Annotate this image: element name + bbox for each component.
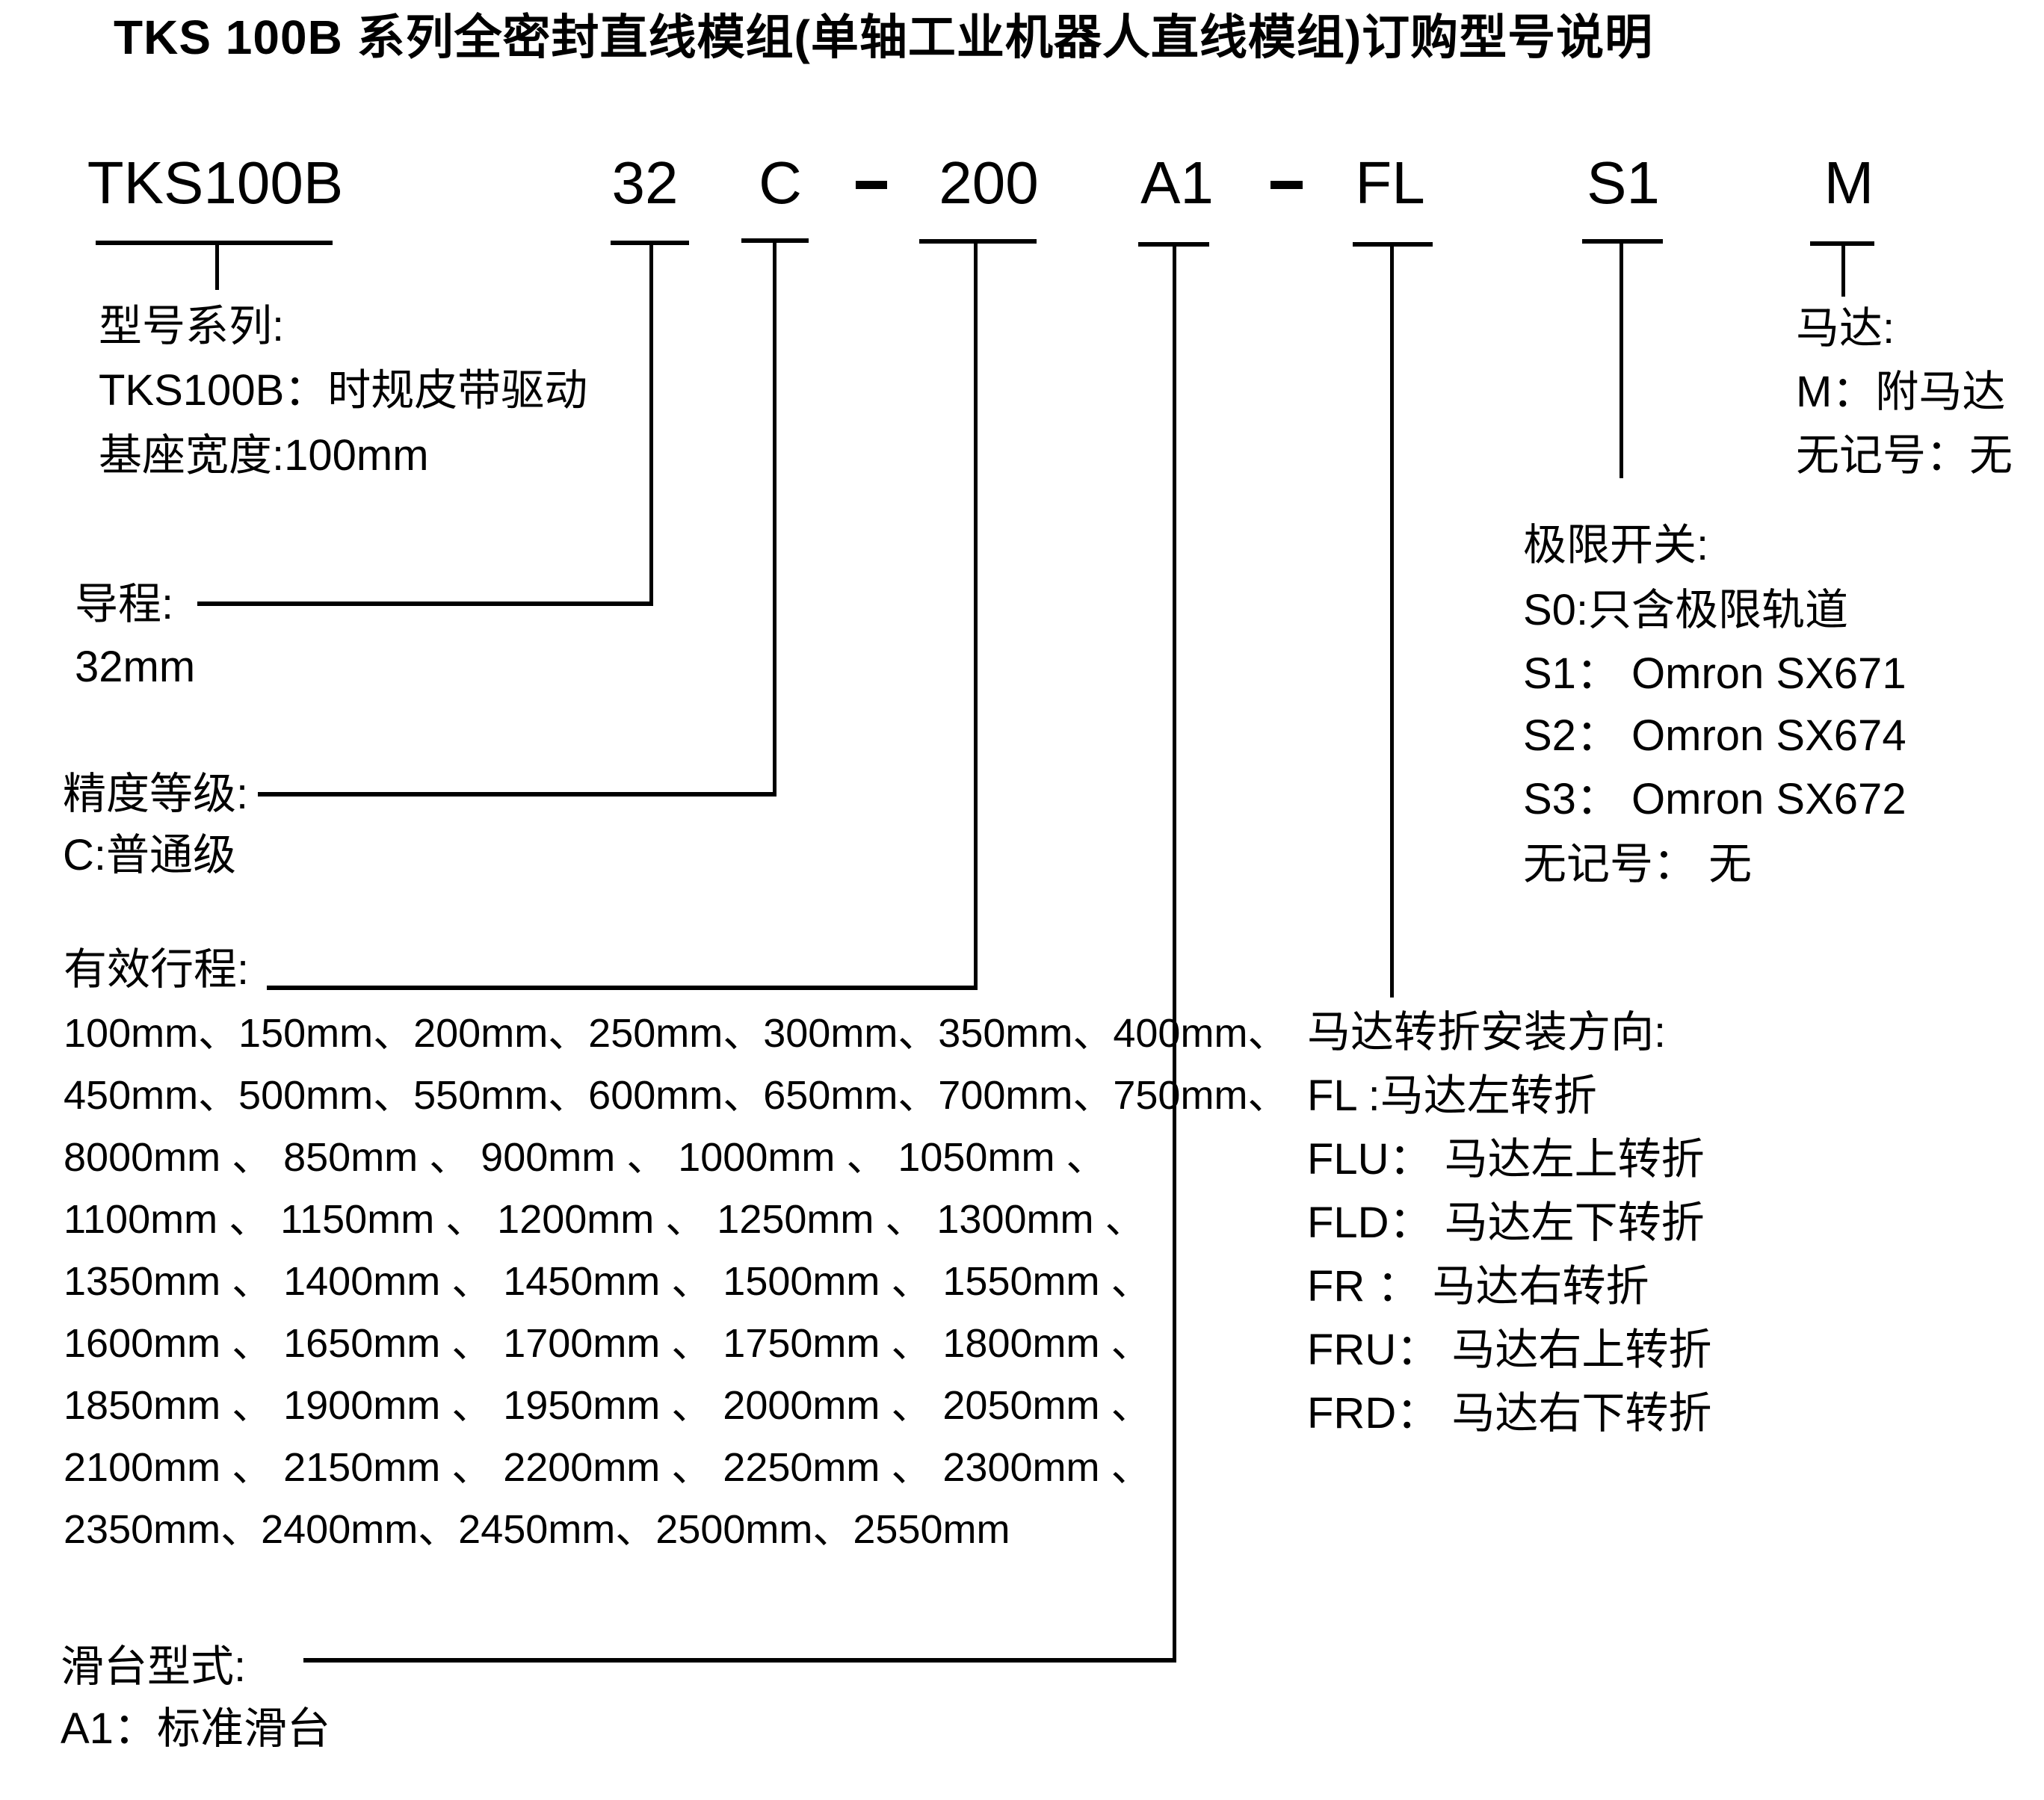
- series-heading: 型号系列:: [99, 302, 285, 350]
- leader-line-slider: [303, 1658, 1176, 1663]
- stroke-line: 8000mm 、 850mm 、 900mm 、 1000mm 、 1050mm…: [64, 1135, 1107, 1180]
- stroke-line: 1100mm 、 1150mm 、 1200mm 、 1250mm 、 1300…: [64, 1197, 1146, 1242]
- limit-switch-line: S3： Omron SX672: [1523, 775, 1906, 823]
- slider-line: A1：标准滑台: [61, 1704, 330, 1753]
- code-separator-dash-2: [1270, 181, 1303, 189]
- limit-switch-line: S2： Omron SX674: [1523, 711, 1906, 760]
- motor-line: 无记号：无: [1796, 431, 2013, 480]
- stroke-line: 100mm、150mm、200mm、250mm、300mm、350mm、400m…: [64, 1011, 1288, 1056]
- leader-line-lead: [197, 601, 653, 606]
- code-segment-slider: A1: [1140, 149, 1214, 216]
- limit-switch-line: 无记号： 无: [1523, 840, 1753, 888]
- code-segment-motor: M: [1824, 149, 1874, 216]
- code-segment-stroke: 200: [939, 149, 1039, 216]
- drop-line-series: [215, 245, 219, 290]
- code-segment-limit-switch: S1: [1587, 149, 1660, 216]
- lead-line: 32mm: [75, 643, 196, 691]
- series-line: 基座宽度:100mm: [99, 431, 429, 480]
- limit-switch-line: S1： Omron SX671: [1523, 649, 1906, 698]
- drop-line-stroke: [974, 239, 978, 988]
- motor-direction-line: FL :马达左转折: [1307, 1071, 1597, 1120]
- drop-line-motor-direction: [1390, 242, 1394, 998]
- motor-direction-line: FRD： 马达右下转折: [1307, 1389, 1712, 1438]
- leader-line-stroke: [267, 986, 978, 990]
- underline-lead: [611, 241, 689, 245]
- motor-line: M：附马达: [1796, 368, 2006, 416]
- stroke-line: 2350mm、2400mm、2450mm、2500mm、2550mm: [64, 1507, 1010, 1552]
- leader-line-accuracy: [258, 792, 776, 797]
- code-segment-motor-direction: FL: [1355, 149, 1425, 216]
- code-segment-accuracy: C: [759, 149, 802, 216]
- motor-heading: 马达:: [1796, 304, 1895, 353]
- drop-line-lead: [649, 245, 653, 604]
- motor-direction-line: FLD： 马达左下转折: [1307, 1199, 1705, 1247]
- motor-direction-line: FRU： 马达右上转折: [1307, 1326, 1712, 1374]
- motor-direction-line: FLU： 马达左上转折: [1307, 1135, 1705, 1184]
- drop-line-motor: [1841, 241, 1845, 297]
- stroke-line: 1600mm 、 1650mm 、 1700mm 、 1750mm 、 1800…: [64, 1321, 1152, 1366]
- limit-switch-line: S0:只含极限轨道: [1523, 586, 1849, 634]
- stroke-line: 2100mm 、 2150mm 、 2200mm 、 2250mm 、 2300…: [64, 1445, 1152, 1490]
- page-title: TKS 100B 系列全密封直线模组(单轴工业机器人直线模组)订购型号说明: [114, 10, 1654, 64]
- underline-series: [96, 241, 333, 245]
- lead-heading: 导程:: [75, 580, 174, 628]
- code-separator-dash-1: [856, 181, 887, 189]
- underline-stroke: [919, 239, 1037, 244]
- drop-line-accuracy: [773, 238, 776, 794]
- series-line: TKS100B：时规皮带驱动: [99, 366, 588, 415]
- code-segment-lead: 32: [611, 149, 679, 216]
- slider-heading: 滑台型式:: [61, 1642, 247, 1691]
- stroke-heading: 有效行程:: [64, 945, 250, 994]
- motor-direction-line: FR ： 马达右转折: [1307, 1262, 1649, 1311]
- accuracy-heading: 精度等级:: [63, 770, 249, 818]
- code-segment-series: TKS100B: [87, 149, 344, 216]
- motor-direction-heading: 马达转折安装方向:: [1307, 1008, 1667, 1057]
- stroke-line: 450mm、500mm、550mm、600mm、650mm、700mm、750m…: [64, 1073, 1288, 1118]
- accuracy-line: C:普通级: [63, 831, 237, 879]
- stroke-line: 1850mm 、 1900mm 、 1950mm 、 2000mm 、 2050…: [64, 1383, 1152, 1428]
- drop-line-limit-switch: [1620, 239, 1623, 478]
- drop-line-slider: [1173, 242, 1176, 1660]
- limit-switch-heading: 极限开关:: [1523, 521, 1709, 569]
- stroke-line: 1350mm 、 1400mm 、 1450mm 、 1500mm 、 1550…: [64, 1259, 1152, 1304]
